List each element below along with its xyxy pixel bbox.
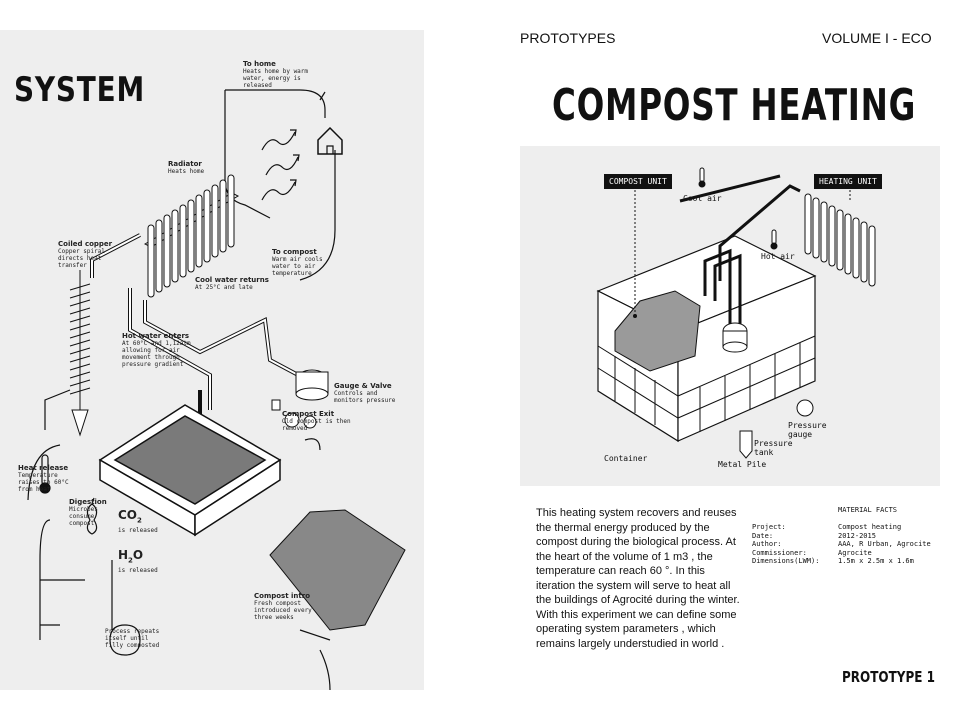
facts-row: Dimensions(LWM):1.5m x 2.5m x 1.6m	[752, 557, 914, 565]
pressure-tank-label: Pressure tank	[754, 439, 793, 457]
volume-label: VOLUME I - ECO	[822, 30, 932, 46]
page-title: COMPOST HEATING	[552, 80, 917, 131]
label-process: Process repeats itself until filly compo…	[105, 628, 160, 649]
section-label: PROTOTYPES	[520, 30, 616, 46]
pressure-gauge-label: Pressure gauge	[788, 421, 827, 439]
heating-unit-tag: HEATING UNIT	[814, 174, 882, 189]
hot-air-label: Hot air	[761, 252, 795, 261]
description-text: This heating system recovers and reuses …	[536, 507, 740, 650]
material-facts-table: Project:Compost heating Date:2012-2015 A…	[752, 523, 931, 566]
facts-row: Commissioner:Agrocite	[752, 548, 872, 557]
metal-pile-label: Metal Pile	[718, 460, 767, 469]
prototype-figure: COMPOST UNIT HEATING UNIT Cool air Hot a…	[520, 146, 940, 486]
material-facts-title: MATERIAL FACTS	[838, 506, 898, 514]
compost-unit-tag: COMPOST UNIT	[604, 174, 672, 189]
facts-row: Date:2012-2015	[752, 531, 876, 540]
facts-row: Author:AAA, R Urban, Agrocite	[752, 540, 931, 548]
cool-air-label: Cool air	[683, 194, 722, 203]
system-title: SYSTEM	[14, 70, 146, 110]
system-diagram	[27, 89, 406, 690]
container-label: Container	[604, 454, 648, 463]
compost-heating-diagram	[596, 167, 876, 459]
facts-row: Project:Compost heating	[752, 523, 902, 531]
prototype-number: PROTOTYPE 1	[842, 668, 936, 686]
